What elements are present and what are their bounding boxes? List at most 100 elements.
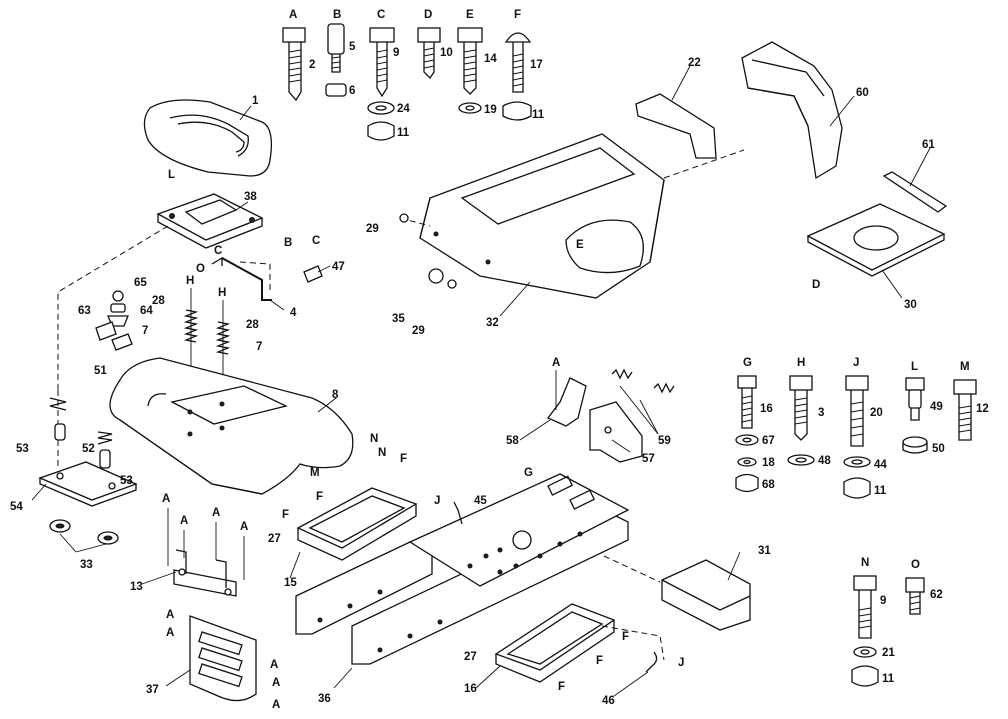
ref-letter: F <box>622 631 629 643</box>
hw-item-label: 5 <box>349 41 356 53</box>
ref-letter: A <box>162 493 170 505</box>
part-label: 54 <box>10 501 23 513</box>
hw-item-label: 21 <box>882 647 895 659</box>
ref-letter: A <box>166 609 174 621</box>
hw-item-label: 20 <box>870 407 883 419</box>
hardware-h-bolt-icon <box>787 375 815 466</box>
part-label: 58 <box>506 435 519 447</box>
ref-letter: J <box>434 495 440 507</box>
hw-item-label: 50 <box>932 443 945 455</box>
part-label: 4 <box>290 307 297 319</box>
tension-spring-icon <box>611 368 675 394</box>
leader-lines <box>31 65 931 697</box>
pivot-bracket-icon <box>546 370 587 427</box>
ref-letter: F <box>400 453 407 465</box>
ref-letter: A <box>272 677 280 689</box>
part-label: 52 <box>82 443 95 455</box>
hw-item-label: 10 <box>440 47 453 59</box>
hw-item-label: 44 <box>874 459 887 471</box>
hood-icon <box>419 133 665 299</box>
knob-icon <box>107 290 129 327</box>
hw-letter-b: B <box>333 9 341 21</box>
hw-letter-l: L <box>911 361 918 373</box>
ref-letter: E <box>576 239 584 251</box>
part-label: 57 <box>642 453 655 465</box>
part-label: 15 <box>284 577 297 589</box>
hw-item-label: 11 <box>882 673 895 685</box>
ref-letter: C <box>312 235 320 247</box>
ref-letter: H <box>218 287 226 299</box>
part-label: 53 <box>16 443 29 455</box>
ref-letter: C <box>214 245 222 257</box>
part-label: 8 <box>332 389 339 401</box>
ref-letter: A <box>212 507 220 519</box>
ref-letter: N <box>370 433 378 445</box>
ref-letter: A <box>552 357 560 369</box>
part-label: 59 <box>658 435 671 447</box>
hw-item-label: 48 <box>818 455 831 467</box>
trim-strip-icon <box>882 171 948 213</box>
ref-letter: A <box>166 627 174 639</box>
part-label: 28 <box>152 295 165 307</box>
part-label: 38 <box>244 191 257 203</box>
mounting-plate-icon <box>806 203 946 277</box>
footrest-right-icon <box>494 603 616 683</box>
hw-letter-c: C <box>377 9 385 21</box>
hw-item-label: 2 <box>309 59 315 71</box>
hw-letter-a: A <box>289 9 297 21</box>
frame-rail-icon <box>295 473 630 665</box>
ref-letter: D <box>812 279 820 291</box>
part-label: 64 <box>140 305 153 317</box>
part-label: 27 <box>464 651 477 663</box>
part-label: 1 <box>252 95 259 107</box>
part-label: 61 <box>922 139 935 151</box>
spring-bracket-icon <box>38 397 138 507</box>
screw-icon <box>303 265 323 283</box>
ref-letter: A <box>272 699 280 711</box>
rear-panel-icon <box>741 41 843 180</box>
ref-letter: M <box>310 467 320 479</box>
ref-letter: H <box>186 275 194 287</box>
hardware-j-bolt-icon <box>843 375 871 499</box>
part-label: 7 <box>142 325 148 337</box>
ref-letter: J <box>678 657 684 669</box>
hardware-b-shoulder-bolt-icon <box>325 23 347 97</box>
hw-item-label: 67 <box>762 435 775 447</box>
part-label: 46 <box>602 695 615 707</box>
hardware-a-bolt-icon <box>282 27 306 102</box>
clip-icon <box>95 321 133 351</box>
ref-letter: A <box>180 515 188 527</box>
hardware-d-bolt-icon <box>417 27 441 80</box>
hw-letter-o: O <box>911 559 920 571</box>
part-label: 47 <box>332 261 345 273</box>
part-label: 63 <box>78 305 91 317</box>
part-label: 29 <box>366 223 379 235</box>
hardware-f-carriage-bolt-icon <box>502 32 532 121</box>
hw-item-label: 6 <box>349 85 355 97</box>
hw-letter-j: J <box>853 357 859 369</box>
part-label: 29 <box>412 325 425 337</box>
part-label: 53 <box>120 475 133 487</box>
hardware-m-bolt-icon <box>953 379 977 441</box>
hw-item-label: 24 <box>397 103 410 115</box>
hardware-o-shoulder-bolt-icon <box>905 577 925 615</box>
ref-letter: F <box>316 491 323 503</box>
part-label: 7 <box>256 341 262 353</box>
part-label: 33 <box>80 559 93 571</box>
ref-letter: F <box>558 681 565 693</box>
part-label: 30 <box>904 299 917 311</box>
part-label: 27 <box>268 533 281 545</box>
hw-letter-h: H <box>797 357 805 369</box>
part-label: 35 <box>392 313 405 325</box>
part-label: 13 <box>130 581 143 593</box>
part-label: 22 <box>688 57 701 69</box>
part-label: 45 <box>474 495 487 507</box>
hw-item-label: 12 <box>976 403 989 415</box>
part-number-labels: 1 38 47 65 64 63 28 28 7 7 4 51 8 53 52 … <box>10 57 935 707</box>
rear-bracket-icon <box>661 559 751 631</box>
hw-item-label: 14 <box>484 53 497 65</box>
reference-letter-labels: L O C B C H H N N M F F F A A A A A A A … <box>162 169 820 711</box>
hardware-c-bolt-icon <box>367 27 395 141</box>
ref-letter: N <box>378 447 386 459</box>
part-label: 51 <box>94 365 107 377</box>
